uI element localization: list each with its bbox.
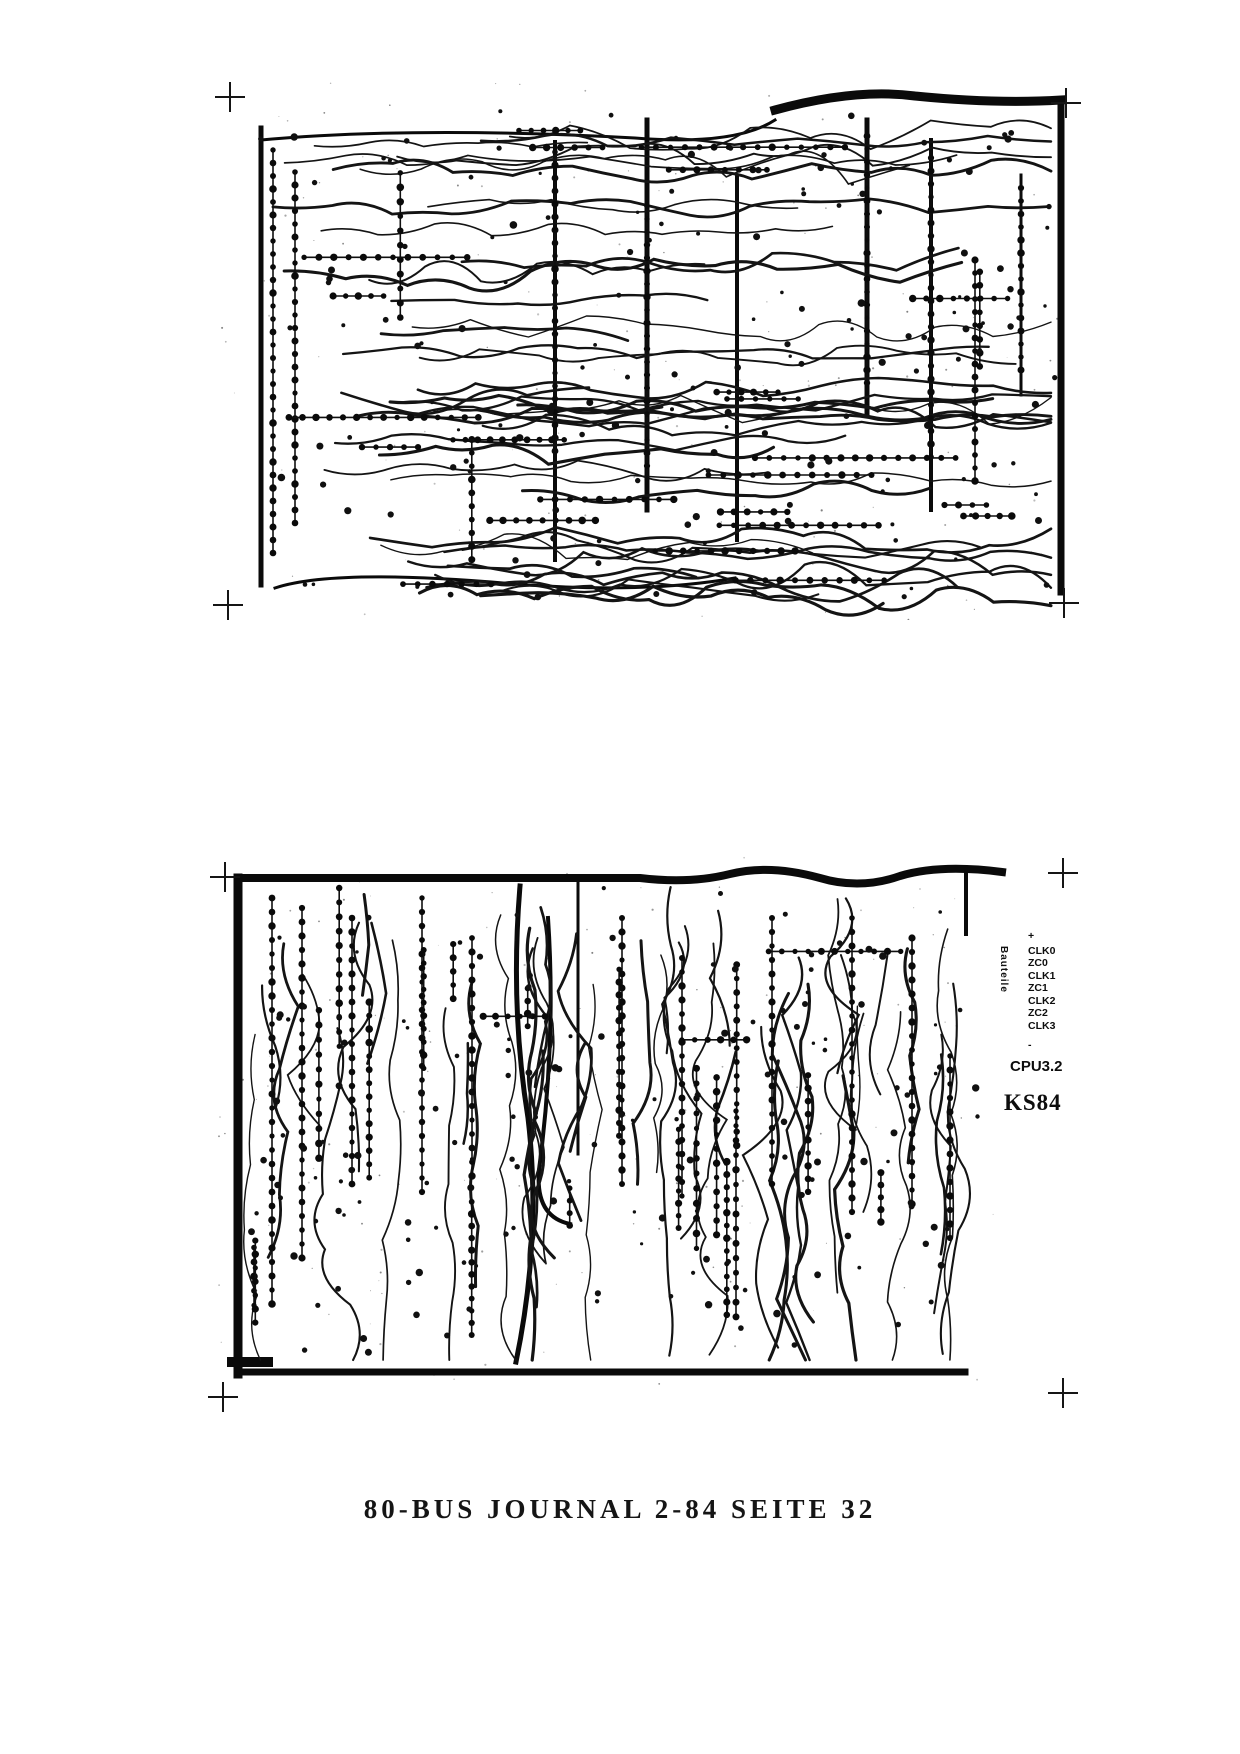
registration-mark [1051,88,1081,118]
signal-label: ZC2 [1028,1007,1048,1019]
registration-mark [213,590,243,620]
registration-mark [210,862,240,892]
signal-label-minus: - [1028,1039,1032,1051]
signal-label: CLK0 [1028,944,1056,957]
pcb-artwork-bottom: Bauteile + CLK0 ZC0 CLK1 ZC1 CLK2 ZC2 CL… [208,856,1078,1412]
registration-mark [1048,1378,1078,1408]
signal-label: ZC1 [1028,982,1048,994]
signal-label: ZC0 [1028,957,1048,969]
pcb-artwork-top [213,80,1081,620]
signal-label: CLK1 [1028,969,1056,982]
signal-label: CLK3 [1028,1019,1056,1032]
registration-mark [208,1382,238,1412]
bauteile-label: Bauteile [998,946,1009,993]
clock-signal-labels: + CLK0 ZC0 CLK1 ZC1 CLK2 ZC2 CLK3 - [1028,930,1055,1052]
registration-mark [1049,588,1079,618]
board-id-label: KS84 [1004,1090,1062,1115]
pcb-top-traces [221,82,1066,620]
page-caption: 80-BUS JOURNAL 2-84 SEITE 32 [363,1494,877,1524]
signal-label-plus: + [1028,930,1035,942]
signal-label: CLK2 [1028,994,1056,1007]
cpu-version-label: CPU3.2 [1010,1058,1063,1075]
registration-mark [215,82,245,112]
pcb-bottom-traces [218,856,1007,1385]
registration-mark [1048,858,1078,888]
